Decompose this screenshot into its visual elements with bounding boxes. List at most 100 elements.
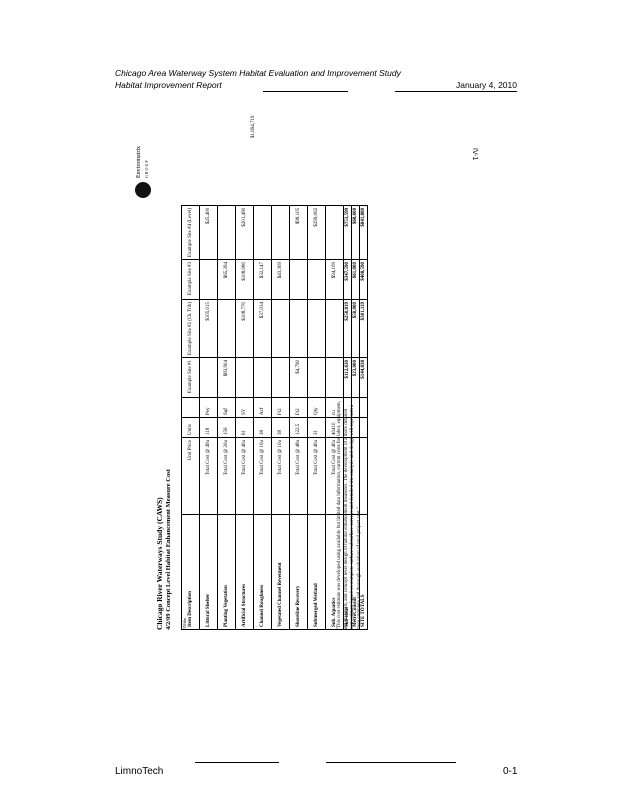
header-date: January 4, 2010: [456, 80, 517, 90]
row-site4: [217, 205, 236, 260]
row-site1: $83,904: [217, 357, 236, 398]
row-site4: [253, 205, 272, 260]
col-header: Example Site #1: [181, 357, 200, 398]
side-page-number: IV-1: [471, 148, 478, 161]
col-header: Item Description: [181, 514, 200, 630]
summary-site2: $250,819: [343, 299, 352, 358]
col-header: Unit Price: [181, 437, 200, 515]
row-site3: $32,147: [253, 259, 272, 300]
row-qty-unit: SY: [235, 397, 254, 418]
row-name: Artificial Structures: [235, 514, 254, 630]
table-row: Submerged Wetland Total Cost @ 40u 31 Qt…: [307, 205, 326, 630]
row-unit: Total Cost @ 20u: [217, 437, 236, 515]
row-name: Submerged Wetland: [307, 514, 326, 630]
row-name: Shoreline Recovery: [289, 514, 308, 630]
summary-site1: $144,838: [359, 357, 368, 398]
row-site1: [253, 357, 272, 398]
row-site3: [289, 259, 308, 300]
grand-total: $1,694,719: [251, 115, 256, 139]
row-qty: 118: [199, 417, 218, 438]
row-qty-unit: Sqf: [217, 397, 236, 418]
cost-estimate-note: "This cost estimate was developed using …: [337, 400, 362, 630]
row-site1: [307, 357, 326, 398]
summary-site3: $61,000: [351, 259, 360, 300]
table-row: Planting Vegetation Total Cost @ 20u 156…: [217, 205, 236, 630]
summary-site2: $301,119: [359, 299, 368, 358]
row-name: Channel Roughness: [253, 514, 272, 630]
row-qty-unit: Ft2: [271, 397, 290, 418]
row-qty-unit: Ft2: [289, 397, 308, 418]
summary-site2: $50,000: [351, 299, 360, 358]
table-row: Littoral Shelter Total Cost @ 49u 118 Pe…: [199, 205, 218, 630]
company-logo: Enviromatrix GROUP: [132, 118, 154, 198]
table-header-row: Item Description Unit Price Units Exampl…: [181, 205, 200, 630]
table-row: Channel Roughness Total Cost @ 10u 38 Ac…: [253, 205, 272, 630]
row-unit: Total Cost @ 40u: [307, 437, 326, 515]
table-row: Shoreline Recovery Total Cost @ 48u 122.…: [289, 205, 308, 630]
col-header: Example Site #4 (Level): [181, 205, 200, 260]
summary-site1: $23,000: [351, 357, 360, 398]
col-header: Example Site #3: [181, 259, 200, 300]
row-site3: [199, 259, 218, 300]
row-site4: $299,062: [307, 205, 326, 260]
table-row: Artificial Structures Total Cost @ 40u 6…: [235, 205, 254, 630]
header-report-title: Habitat Improvement Report: [115, 80, 222, 90]
row-site3: $43,309: [271, 259, 290, 300]
summary-site4: $841,880: [359, 205, 368, 260]
row-site3: $65,394: [217, 259, 236, 300]
col-header: [181, 397, 200, 418]
row-name: Vegetated Channel Revetment: [271, 514, 290, 630]
row-unit: Total Cost @ 10u: [271, 437, 290, 515]
row-site1: [199, 357, 218, 398]
summary-site3: $408,590: [359, 259, 368, 300]
logo-subtitle: GROUP: [144, 159, 149, 178]
row-site4: $201,490: [235, 205, 254, 260]
row-name: Littoral Shelter: [199, 514, 218, 630]
row-site1: $4,790: [289, 357, 308, 398]
row-qty-unit: Acf: [253, 397, 272, 418]
row-site2: [325, 299, 344, 358]
row-site2: [289, 299, 308, 358]
footer-page-number: 0-1: [503, 766, 518, 777]
row-site4: $25,400: [199, 205, 218, 260]
table-subtitle: 4/2/09 Concept Level Habitat Enhancement…: [165, 469, 172, 630]
row-site2: [217, 299, 236, 358]
footer-rule-1: [195, 762, 279, 763]
header-study-title: Chicago Area Waterway System Habitat Eva…: [115, 68, 401, 78]
row-qty: 156: [217, 417, 236, 438]
row-site1: [271, 357, 290, 398]
col-header: Example Site #2 (Ck Trib): [181, 299, 200, 358]
row-site4: $98,105: [289, 205, 308, 260]
rotated-cost-table-page: Chicago River Waterways Study (CAWS) 4/2…: [135, 116, 368, 630]
row-qty: 38: [271, 417, 290, 438]
row-unit: Total Cost @ 40u: [235, 437, 254, 515]
row-qty: 61: [235, 417, 254, 438]
table-title: Chicago River Waterways Study (CAWS): [155, 497, 164, 630]
header-rule-2: [395, 91, 517, 92]
logo-globe-icon: [135, 182, 151, 198]
row-unit: Total Cost @ 49u: [199, 437, 218, 515]
col-header: Units: [181, 417, 200, 438]
summary-site4: $68,000: [351, 205, 360, 260]
row-qty: 31: [307, 417, 326, 438]
row-site2: $37,034: [253, 299, 272, 358]
summary-site4: $753,599: [343, 205, 352, 260]
row-qty: 38: [253, 417, 272, 438]
row-site2: $108,770: [235, 299, 254, 358]
row-site3: $108,080: [235, 259, 254, 300]
row-site1: [325, 357, 344, 398]
footer-rule-2: [326, 762, 456, 763]
row-site2: [271, 299, 290, 358]
row-site3: $94,109: [325, 259, 344, 300]
row-name: Planting Vegetation: [217, 514, 236, 630]
row-site2: $105,015: [199, 299, 218, 358]
row-qty-unit: Qty: [307, 397, 326, 418]
row-site3: [307, 259, 326, 300]
summary-site1: $112,630: [343, 357, 352, 398]
row-unit: Total Cost @ 48u: [289, 437, 308, 515]
row-site2: [307, 299, 326, 358]
row-qty-unit: Pey: [199, 397, 218, 418]
footer-company: LimnoTech: [115, 766, 164, 777]
row-site1: [235, 357, 254, 398]
row-unit: Total Cost @ 10u: [253, 437, 272, 515]
